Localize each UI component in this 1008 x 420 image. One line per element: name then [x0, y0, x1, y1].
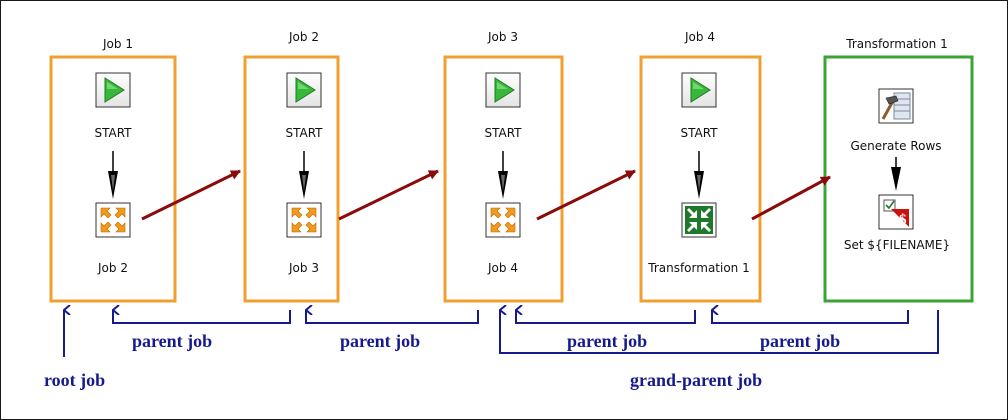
hop-arrow-icon [107, 150, 119, 200]
parent-link-2 [305, 310, 479, 324]
flow-arrow-3 [536, 169, 636, 221]
parent-link-4 [711, 310, 909, 324]
parent-link-3 [515, 310, 696, 324]
transformation-1-panel: Transformation 1 Generate Rows $ [823, 37, 974, 303]
parent-job-label-2: parent job [340, 331, 420, 351]
job-entry-icon[interactable] [286, 202, 322, 238]
job-1-border [49, 55, 177, 303]
flow-arrow-4 [751, 175, 831, 221]
parent-job-label-4: parent job [760, 331, 840, 351]
grandparent-link [499, 310, 939, 354]
start-icon[interactable] [95, 72, 131, 108]
job-2-panel: Job 2 START Job 3 [243, 30, 340, 303]
job-2-border [243, 55, 340, 303]
job-1-title: Job 1 [102, 37, 133, 51]
job-1-panel: Job 1 START Job 2 [49, 37, 177, 303]
job-4-panel: Job 4 START Transformation 1 [639, 30, 762, 303]
job-4-border [639, 55, 762, 303]
job-3-title: Job 3 [487, 30, 518, 44]
hop-arrow-icon [298, 150, 310, 200]
parent-link-1 [112, 310, 291, 324]
job-3-border [443, 55, 564, 303]
set-filename-label: Set ${FILENAME} [844, 238, 950, 252]
job-4-start-label: START [680, 126, 718, 140]
start-icon[interactable] [681, 72, 717, 108]
generate-rows-label: Generate Rows [850, 139, 941, 153]
job-3-entry-label: Job 4 [487, 261, 518, 275]
hop-arrow-icon [693, 150, 705, 200]
transformation-entry-icon[interactable] [681, 202, 717, 238]
svg-text:$: $ [899, 212, 907, 228]
job-3-start-label: START [484, 126, 522, 140]
grandparent-job-label: grand-parent job [630, 370, 762, 390]
job-entry-icon[interactable] [485, 202, 521, 238]
job-2-start-label: START [285, 126, 323, 140]
job-4-title: Job 4 [684, 30, 715, 44]
start-icon[interactable] [286, 72, 322, 108]
flow-arrows [141, 169, 831, 221]
parent-links [63, 310, 939, 357]
start-icon[interactable] [485, 72, 521, 108]
transformation-1-title: Transformation 1 [845, 37, 947, 51]
generate-rows-icon[interactable] [878, 88, 914, 124]
job-2-entry-label: Job 3 [288, 261, 319, 275]
root-job-label: root job [44, 370, 105, 390]
job-1-entry-label: Job 2 [97, 261, 128, 275]
set-variable-icon[interactable]: $ [878, 194, 914, 230]
flow-arrow-2 [338, 169, 439, 221]
parent-job-label-3: parent job [567, 331, 647, 351]
job-entry-icon[interactable] [95, 202, 131, 238]
job-4-entry-label: Transformation 1 [647, 261, 749, 275]
job-1-start-label: START [94, 126, 132, 140]
parent-job-label-1: parent job [132, 331, 212, 351]
hop-arrow-icon [497, 150, 509, 200]
flow-arrow-1 [141, 169, 241, 221]
job-2-title: Job 2 [288, 30, 319, 44]
hop-arrow-icon [891, 157, 901, 191]
job-3-panel: Job 3 START Job 4 [443, 30, 564, 303]
